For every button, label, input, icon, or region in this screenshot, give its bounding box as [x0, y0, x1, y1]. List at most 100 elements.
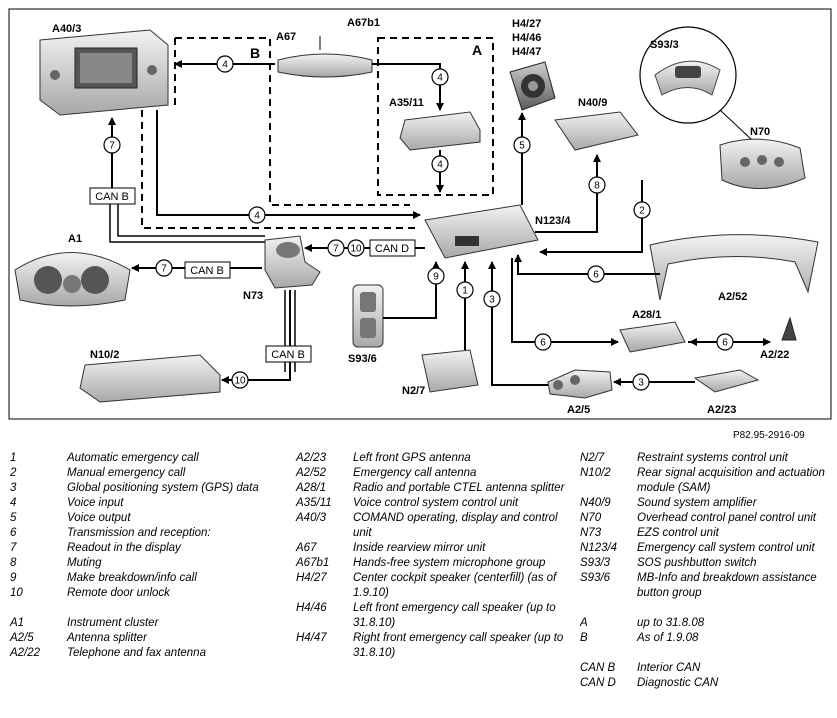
- legend-key: 2: [10, 467, 17, 479]
- line-6-a281: [511, 258, 619, 346]
- legend-key: A67: [296, 542, 317, 554]
- connection-number-text: 3: [489, 295, 495, 306]
- label-a40-3: A40/3: [52, 23, 81, 35]
- label-a28-1: A28/1: [632, 309, 661, 321]
- legend-key: A2/52: [296, 467, 327, 479]
- legend-row: [580, 646, 835, 661]
- legend-row: CAN B Interior CAN: [580, 661, 835, 676]
- legend-value: Overhead control panel control unit: [637, 512, 816, 524]
- connection-number-n1: 1: [456, 281, 474, 299]
- can-b-label-2: CAN B: [190, 265, 224, 277]
- connection-number-n10b: 10: [231, 371, 249, 389]
- legend-value: Transmission and reception:: [67, 527, 211, 539]
- label-n123-4: N123/4: [535, 215, 571, 227]
- legend-key: A67b1: [296, 557, 330, 569]
- connection-number-n7c: 7: [155, 259, 173, 277]
- connection-number-n7a: 7: [103, 136, 121, 154]
- antenna-splitter-radio: [619, 321, 686, 353]
- legend-value: Remote door unlock: [67, 587, 170, 599]
- group-a-label: A: [472, 42, 482, 58]
- connection-number-text: 7: [333, 244, 339, 255]
- can-b-comand-left: [109, 190, 265, 243]
- connection-number-n10a: 10: [347, 239, 365, 257]
- sound-amplifier: [554, 111, 639, 151]
- sos-switch-inset: [639, 26, 753, 141]
- can-b-box-3: CAN B: [265, 345, 312, 363]
- label-h4-46: H4/46: [512, 32, 541, 44]
- ezs-unit: [264, 235, 321, 289]
- legend-row: 1 Automatic emergency call: [10, 451, 280, 466]
- legend-key: A40/3: [296, 512, 327, 524]
- legend-row: [10, 601, 280, 616]
- connection-number-text: 9: [433, 272, 439, 283]
- legend-value: EZS control unit: [637, 527, 719, 539]
- can-b-box-2: CAN B: [184, 261, 231, 279]
- connection-number-text: 4: [222, 60, 228, 71]
- can-d-label: CAN D: [375, 243, 409, 255]
- system-diagram: CAN B CAN B CAN B CAN D 4444582679133667…: [8, 8, 832, 420]
- legend-value: up to 31.8.08: [637, 617, 705, 629]
- legend-key: 3: [10, 482, 17, 494]
- legend-key: H4/47: [296, 632, 327, 644]
- can-d-box: CAN D: [369, 239, 416, 257]
- label-h4-47: H4/47: [512, 46, 541, 58]
- legend-value: Left front emergency call speaker (up to…: [353, 602, 556, 629]
- legend-value: Voice control system control unit: [353, 497, 519, 509]
- legend-key: A1: [10, 617, 25, 629]
- legend-key: 4: [10, 497, 17, 509]
- legend-key: N123/4: [580, 542, 618, 554]
- connection-number-n4b: 4: [431, 68, 449, 86]
- label-s93-6: S93/6: [348, 353, 377, 365]
- legend-value: Radio and portable CTEL antenna splitter: [353, 482, 565, 494]
- connection-number-n4d: 4: [248, 206, 266, 224]
- legend-value: Telephone and fax antenna: [67, 647, 206, 659]
- figure-reference: P82.95-2916-09: [733, 430, 805, 441]
- legend-key: H4/46: [296, 602, 327, 614]
- connection-number-n6b: 6: [534, 333, 552, 351]
- line-6-a252: [514, 254, 660, 275]
- legend-row: N70 Overhead control panel control unit: [580, 511, 835, 526]
- legend-value: Make breakdown/info call: [67, 572, 197, 584]
- legend-value: Interior CAN: [637, 662, 701, 674]
- connection-number-n6c: 6: [716, 333, 734, 351]
- legend-key: CAN B: [580, 662, 616, 674]
- legend-key: 8: [10, 557, 17, 569]
- label-a2-52: A2/52: [718, 291, 747, 303]
- legend-row: [580, 601, 835, 616]
- voice-control-unit: [399, 111, 481, 151]
- connection-number-text: 4: [437, 73, 443, 84]
- legend-key: S93/3: [580, 557, 611, 569]
- legend-value: Automatic emergency call: [67, 452, 199, 464]
- can-b-label-3: CAN B: [271, 349, 305, 361]
- legend-value: Antenna splitter: [67, 632, 147, 644]
- label-n70: N70: [750, 126, 770, 138]
- connection-number-text: 5: [519, 141, 525, 152]
- legend-value: Voice input: [67, 497, 124, 509]
- label-a1: A1: [68, 233, 82, 245]
- legend-key: 1: [10, 452, 17, 464]
- label-a2-23: A2/23: [707, 404, 736, 416]
- mb-info-buttons: [352, 284, 384, 348]
- connection-number-text: 4: [254, 211, 260, 222]
- legend-row: A28/1 Radio and portable CTEL antenna spl…: [296, 481, 566, 496]
- legend-key: 10: [10, 587, 23, 599]
- rearview-mirror: [277, 36, 373, 78]
- legend-key: N70: [580, 512, 602, 524]
- legend-key: 9: [10, 572, 17, 584]
- legend-key: A28/1: [296, 482, 327, 494]
- legend-value: As of 1.9.08: [637, 632, 699, 644]
